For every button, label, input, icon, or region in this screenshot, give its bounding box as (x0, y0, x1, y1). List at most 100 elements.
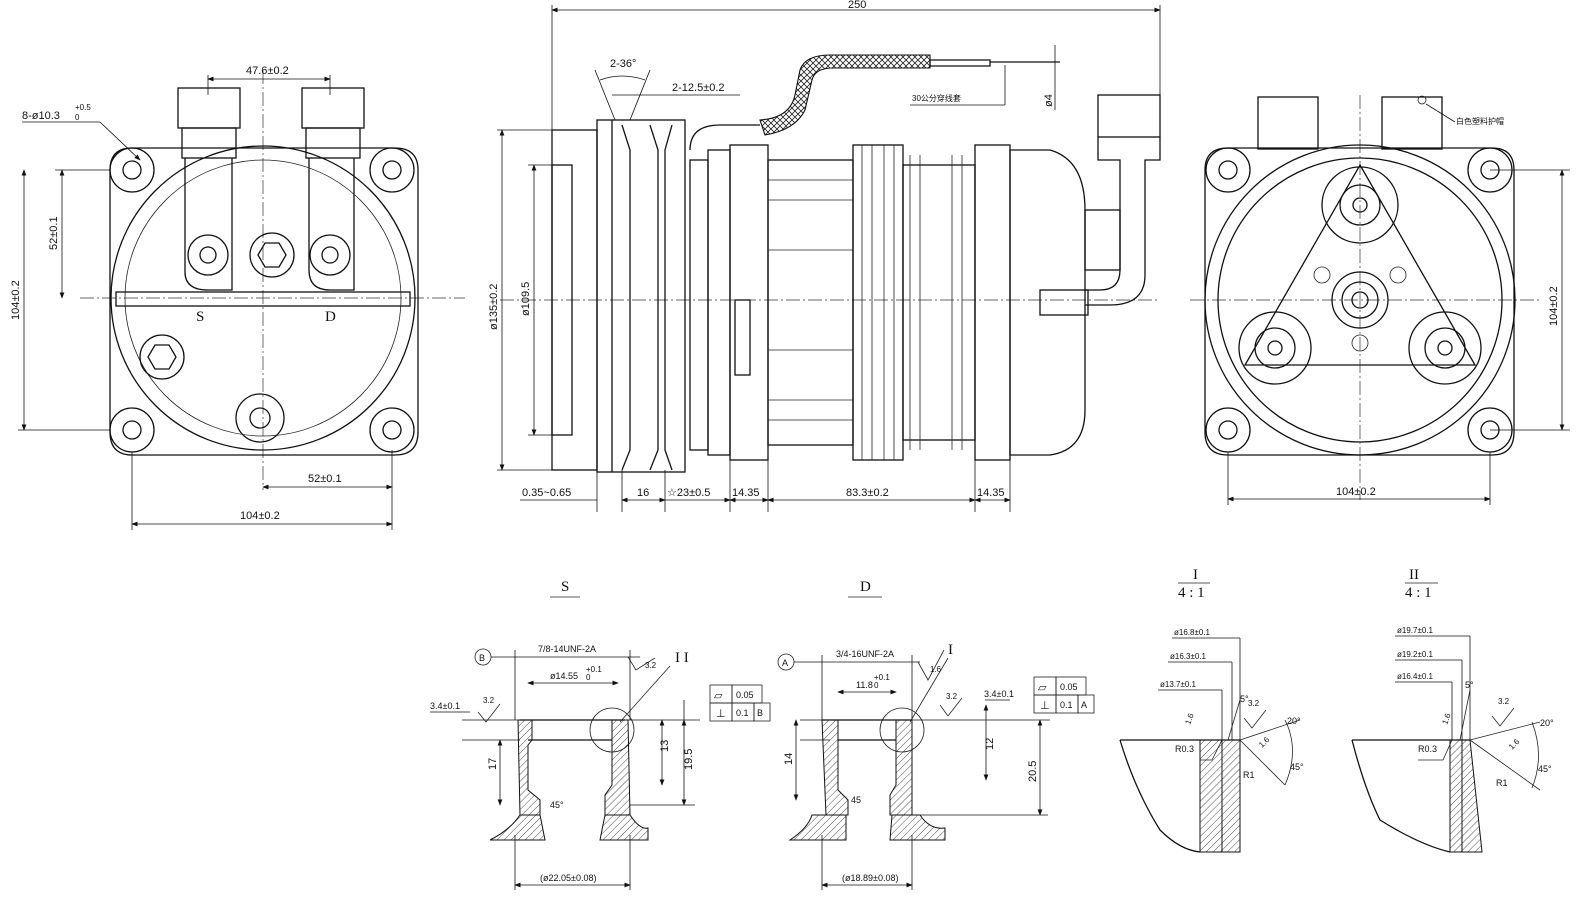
rear-dim-bolt-horizontal: 104±0.2 (240, 510, 280, 522)
rear-dim-mount-hole: 8-ø10.3 (22, 110, 60, 122)
detail-i-rough-b: 1.6 (1183, 712, 1195, 726)
detail-s-rough-side: 3.2 (483, 696, 495, 705)
side-dim-pulley-diameter: ø135±0.2 (488, 284, 500, 330)
detail-i-r-inner: R0.3 (1175, 744, 1194, 754)
front-cap-note: 白色塑料护帽 (1456, 116, 1504, 126)
detail-s-perp-datum: B (757, 708, 763, 718)
detail-ii-r-inner: R0.3 (1418, 744, 1437, 754)
front-view: 白色塑料护帽 104±0.2 104±0.2 (1190, 95, 1570, 505)
side-dim-groove-width: 2-12.5±0.2 (672, 82, 725, 94)
detail-s-roughness: 3.2 (645, 661, 657, 670)
detail-d-datum: A (782, 658, 788, 668)
side-dim-pulley-width: 16 (637, 487, 649, 499)
detail-d-flatness-symbol: ▱ (1038, 682, 1047, 694)
detail-s-face-dim: 3.4±0.1 (430, 701, 460, 711)
detail-s-bore-tol-up: +0.1 (586, 665, 602, 674)
detail-d-face-dim: 3.4±0.1 (984, 689, 1014, 699)
detail-d-perp-value: 0.1 (1060, 700, 1073, 710)
detail-s-datum: B (479, 653, 485, 663)
detail-i-d3: ø13.7±0.1 (1160, 680, 1197, 689)
detail-d-bore: 11.8 (856, 680, 873, 690)
detail-i-angle-top: 5° (1240, 694, 1249, 704)
detail-d-flatness-value: 0.05 (1060, 682, 1078, 692)
rear-dim-port-offset: 52±0.1 (308, 473, 342, 485)
side-dim-groove-angle: 2-36° (610, 58, 636, 70)
detail-ii-d1: ø19.7±0.1 (1397, 626, 1434, 635)
detail-ii-title: II (1409, 567, 1419, 583)
detail-s-total: 19.5 (683, 749, 695, 770)
detail-ii-angle-side: 20° (1540, 718, 1554, 728)
detail-i-d2: ø16.3±0.1 (1170, 652, 1207, 661)
detail-s-perp-symbol: ⊥ (716, 708, 726, 720)
detail-ii-scale: 4 : 1 (1405, 585, 1432, 601)
detail-s: S B 7/8-14UNF-2A ø14.55 +0.1 0 3.2 I I 3… (430, 579, 771, 890)
port-s-label: S (196, 309, 204, 325)
rear-dim-hole-tol-lower: 0 (75, 113, 80, 122)
detail-ii-d2: ø19.2±0.1 (1397, 650, 1434, 659)
detail-i-scale: 4 : 1 (1178, 585, 1205, 601)
side-dim-flange-right: 14.35 (977, 487, 1005, 499)
detail-d-depth: 14 (783, 753, 795, 765)
detail-s-bore: ø14.55 (550, 671, 578, 681)
detail-ii-d3: ø16.4±0.1 (1397, 672, 1434, 681)
detail-i-angle-side: 20° (1287, 716, 1301, 726)
detail-d-perp-datum: A (1081, 700, 1087, 710)
detail-ii-rough-c: 1.6 (1507, 737, 1522, 752)
detail-s-chamfer: 45° (550, 800, 564, 810)
detail-ii-rough-a: 3.2 (1498, 697, 1510, 706)
side-dim-gap: 0.35~0.65 (522, 487, 571, 499)
detail-d-detail-ref: I (948, 642, 953, 658)
detail-i-rough-c: 1.6 (1257, 735, 1272, 750)
side-cable-note: 30公分穿线套 (912, 93, 961, 103)
detail-s-outer: (ø22.05±0.08) (540, 873, 596, 883)
detail-d-total: 20.5 (1027, 761, 1039, 782)
detail-ii: II 4 : 1 ø19.7±0.1 ø19.2±0.1 ø16.4±0.1 R… (1351, 567, 1554, 853)
detail-ii-rough-b: 1.6 (1440, 712, 1452, 726)
detail-s-depth: 17 (487, 758, 499, 770)
detail-i: I 4 : 1 ø16.8±0.1 ø16.3±0.1 ø13.7±0.1 R0… (1119, 567, 1304, 853)
detail-d: D A 3/4-16UNF-2A 11.8 +0.1 0 1.6 I 3.2 3… (777, 579, 1095, 890)
side-dim-clutch-diameter: ø109.5 (520, 282, 532, 316)
detail-d-perp-symbol: ⊥ (1040, 700, 1050, 712)
detail-s-thread-len: 13 (659, 740, 671, 752)
detail-ii-r-outer: R1 (1496, 778, 1508, 788)
rear-dim-port-height: 52±0.1 (48, 216, 60, 250)
detail-d-bore-tol-lo: 0 (874, 681, 879, 690)
detail-d-title: D (860, 579, 871, 595)
detail-ii-angle-lower: 45° (1538, 764, 1552, 774)
detail-i-d1: ø16.8±0.1 (1174, 628, 1211, 637)
detail-d-thread: 3/4-16UNF-2A (836, 649, 894, 659)
rear-dim-port-spacing: 47.6±0.2 (246, 65, 289, 77)
rear-dim-hole-tol-upper: +0.5 (75, 103, 91, 112)
side-dim-wire: ø4 (1043, 94, 1055, 107)
detail-s-thread: 7/8-14UNF-2A (538, 644, 596, 654)
detail-s-detail-ref: I I (675, 650, 689, 666)
side-view: 250 2-36° 2-12.5±0.2 ø135±0.2 ø109.5 (488, 0, 1161, 512)
detail-i-title: I (1193, 567, 1198, 583)
detail-i-rough-a: 3.2 (1248, 699, 1260, 708)
detail-s-flatness-symbol: ▱ (714, 690, 723, 702)
detail-i-r-outer: R1 (1243, 770, 1255, 780)
detail-ii-angle-top: 5° (1465, 680, 1474, 690)
port-d-label: D (325, 309, 336, 325)
detail-s-perp-value: 0.1 (736, 708, 749, 718)
side-dim-flange-left: 14.35 (732, 487, 760, 499)
detail-d-thread-len: 12 (984, 738, 996, 750)
front-dim-vertical: 104±0.2 (1548, 286, 1560, 326)
detail-s-flatness-value: 0.05 (736, 690, 754, 700)
detail-d-chamfer: 45 (851, 795, 861, 805)
detail-d-roughness: 1.6 (930, 665, 942, 674)
detail-d-rough-side: 3.2 (946, 692, 958, 701)
detail-s-bore-tol-lo: 0 (586, 673, 591, 682)
front-dim-horizontal: 104±0.2 (1336, 486, 1376, 498)
side-dim-body: 83.3±0.2 (846, 487, 889, 499)
detail-d-outer: (ø18.89±0.08) (842, 873, 898, 883)
detail-d-bore-tol-up: +0.1 (874, 673, 890, 682)
side-dim-overall: 250 (848, 0, 866, 11)
rear-dim-bolt-vertical: 104±0.2 (10, 280, 22, 320)
detail-i-angle-lower: 45° (1290, 762, 1304, 772)
rear-view: S D 47.6±0.2 8-ø10.3 +0.5 0 52±0.1 104±0… (10, 65, 465, 530)
side-dim-groove-center: ☆23±0.5 (667, 487, 710, 499)
detail-s-title: S (561, 579, 569, 595)
